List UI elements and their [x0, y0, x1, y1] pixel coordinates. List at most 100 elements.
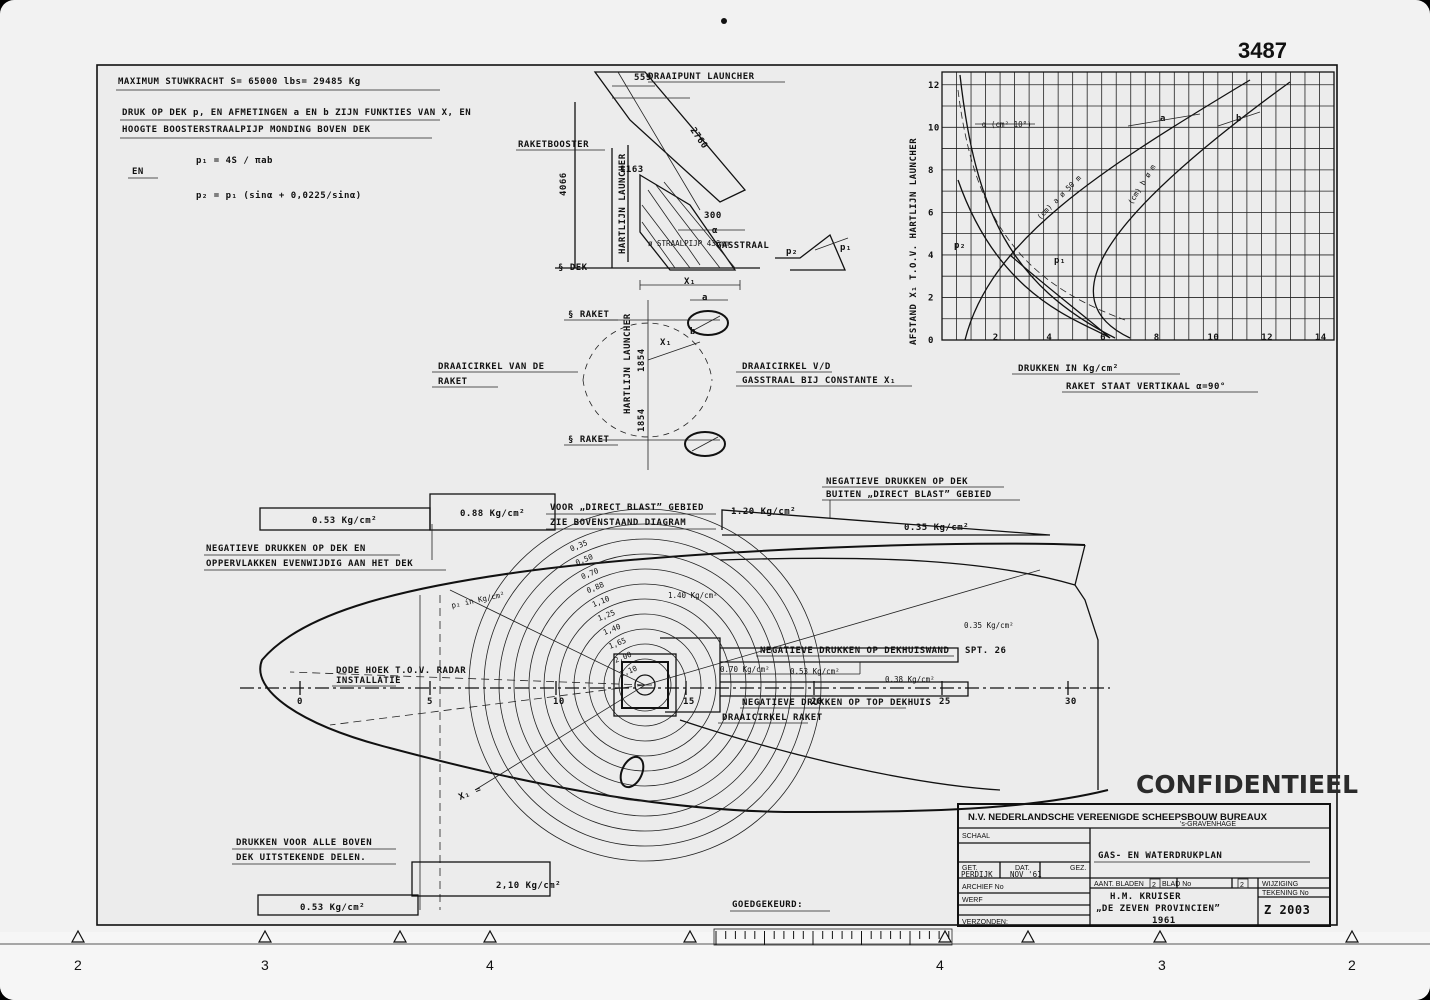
lower-left-notes: DRUKKEN VOOR ALLE BOVEN DEK UITSTEKENDE … — [232, 838, 830, 916]
svg-text:RAKETBOOSTER: RAKETBOOSTER — [518, 140, 589, 150]
ruler-triangle — [682, 929, 698, 943]
deck-plan-view: 0.53 Kg/cm² 0.88 Kg/cm² NEGATIEVE DRUKKE… — [204, 477, 1110, 910]
ruler-triangle — [1344, 929, 1360, 943]
svg-text:NEGATIEVE DRUKKEN OP DEK: NEGATIEVE DRUKKEN OP DEK — [826, 477, 968, 487]
svg-text:1.40 Kg/cm²: 1.40 Kg/cm² — [668, 591, 718, 600]
svg-text:WERF: WERF — [962, 897, 983, 904]
station-label: 5 — [427, 697, 433, 707]
svg-text:OPPERVLAKKEN EVENWIJDIG AAN HE: OPPERVLAKKEN EVENWIJDIG AAN HET DEK — [206, 559, 413, 569]
svg-text:X₁: X₁ — [660, 338, 672, 348]
graph-y-tick: 6 — [928, 208, 934, 218]
svg-text:0.53 Kg/cm²: 0.53 Kg/cm² — [790, 667, 840, 676]
svg-text:α (cm² 10°): α (cm² 10°) — [982, 120, 1032, 129]
drawing-border — [96, 64, 1338, 926]
graph-y-tick: 10 — [928, 123, 940, 133]
graph-y-tick: 12 — [928, 81, 940, 91]
punch-hole — [721, 18, 727, 24]
ruler-triangle — [257, 929, 273, 943]
graph-x-tick: 2 — [993, 333, 999, 343]
station-label: 15 — [683, 697, 695, 707]
blast-ring — [528, 568, 762, 802]
svg-text:ZIE BOVENSTAAND DIAGRAM: ZIE BOVENSTAAND DIAGRAM — [550, 518, 686, 528]
graph-x-tick: 6 — [1100, 333, 1106, 343]
svg-text:HARTLIJN LAUNCHER: HARTLIJN LAUNCHER — [618, 153, 628, 254]
svg-text:GEZ.: GEZ. — [1070, 865, 1086, 872]
svg-text:p₂: p₂ — [954, 241, 966, 251]
svg-text:0.88 Kg/cm²: 0.88 Kg/cm² — [460, 509, 525, 519]
graph-x-tick: 10 — [1207, 333, 1219, 343]
blast-ring — [618, 658, 672, 712]
svg-text:SCHAAL: SCHAAL — [962, 833, 990, 840]
svg-text:NEGATIEVE DRUKKEN OP DEKHUISWA: NEGATIEVE DRUKKEN OP DEKHUISWAND — [760, 646, 949, 656]
graph-x-tick: 12 — [1261, 333, 1273, 343]
svg-text:p₁: p₁ — [840, 243, 852, 253]
graph-y-tick: 0 — [928, 336, 934, 346]
svg-text:RAKET: RAKET — [438, 377, 468, 387]
ruler-number: 4 — [486, 957, 494, 973]
blast-ring — [513, 553, 777, 817]
svg-text:N.V. NEDERLANDSCHE VEREENIGDE: N.V. NEDERLANDSCHE VEREENIGDE SCHEEPSBOU… — [968, 812, 1268, 823]
ruler-number: 3 — [261, 957, 269, 973]
blast-ring — [483, 523, 807, 847]
svg-text:NEGATIEVE DRUKKEN OP DEK EN: NEGATIEVE DRUKKEN OP DEK EN — [206, 544, 366, 554]
blast-ring — [468, 508, 822, 862]
svg-text:„DE ZEVEN PROVINCIEN”: „DE ZEVEN PROVINCIEN” — [1096, 904, 1220, 914]
station-label: 20 — [811, 697, 823, 707]
svg-text:1854: 1854 — [637, 348, 647, 372]
svg-text:1.20 Kg/cm²: 1.20 Kg/cm² — [731, 507, 796, 517]
svg-text:NEGATIEVE DRUKKEN OP TOP DEKHU: NEGATIEVE DRUKKEN OP TOP DEKHUIS — [742, 698, 931, 708]
station-label: 25 — [939, 697, 951, 707]
station-label: 30 — [1065, 697, 1077, 707]
header-line-2: DRUK OP DEK p, EN AFMETINGEN a EN b ZIJN… — [122, 108, 471, 118]
svg-text:INSTALLATIE: INSTALLATIE — [336, 676, 401, 686]
svg-text:b: b — [690, 327, 696, 337]
svg-text:DODE HOEK T.O.V. RADAR: DODE HOEK T.O.V. RADAR — [336, 666, 466, 676]
svg-text:a: a — [702, 293, 708, 303]
svg-text:DAT.: DAT. — [1015, 865, 1030, 872]
svg-text:GET.: GET. — [962, 865, 978, 872]
svg-text:VOOR „DIRECT BLAST” GEBIED: VOOR „DIRECT BLAST” GEBIED — [550, 503, 704, 513]
svg-text:BUITEN „DIRECT BLAST” GEBIED: BUITEN „DIRECT BLAST” GEBIED — [826, 490, 992, 500]
confidential-stamp: CONFIDENTIEEL — [1136, 770, 1358, 799]
svg-text:2: 2 — [1152, 882, 1156, 889]
graph-y-tick: 2 — [928, 293, 934, 303]
svg-text:Z 2003: Z 2003 — [1264, 903, 1310, 917]
blast-ring — [588, 628, 702, 742]
header-en: EN — [132, 167, 144, 177]
svg-text:X₁: X₁ — [684, 277, 696, 287]
svg-text:ø STRAALPIJP 436mm: ø STRAALPIJP 436mm — [648, 239, 730, 248]
ruler-number: 2 — [1348, 957, 1356, 973]
svg-text:HARTLIJN LAUNCHER: HARTLIJN LAUNCHER — [623, 313, 633, 414]
svg-text:a: a — [1160, 114, 1166, 124]
svg-text:0.38 Kg/cm²: 0.38 Kg/cm² — [885, 675, 935, 684]
svg-text:4066: 4066 — [559, 172, 569, 196]
svg-text:ARCHIEF No: ARCHIEF No — [962, 884, 1004, 891]
svg-text:GASSTRAAL: GASSTRAAL — [716, 241, 769, 251]
svg-text:§ RAKET: § RAKET — [568, 435, 610, 445]
svg-text:0.35 Kg/cm²: 0.35 Kg/cm² — [964, 621, 1014, 630]
graph-x-tick: 8 — [1154, 333, 1160, 343]
blast-ring — [573, 613, 717, 757]
svg-text:GASSTRAAL BIJ CONSTANTE X₁: GASSTRAAL BIJ CONSTANTE X₁ — [742, 376, 896, 386]
svg-text:p₂: p₂ — [786, 247, 798, 257]
formula-p1: p₁ = 4S / πab — [196, 156, 273, 166]
title-block: N.V. NEDERLANDSCHE VEREENIGDE SCHEEPSBOU… — [957, 803, 1331, 927]
ruler-triangle — [482, 929, 498, 943]
svg-text:NOV '61: NOV '61 — [1010, 870, 1042, 879]
ruler-triangle — [1152, 929, 1168, 943]
ruler-number: 3 — [1158, 957, 1166, 973]
svg-text:AANT. BLADEN: AANT. BLADEN — [1094, 881, 1144, 888]
svg-text:559: 559 — [634, 73, 652, 83]
svg-text:DEK UITSTEKENDE DELEN.: DEK UITSTEKENDE DELEN. — [236, 853, 366, 863]
graph-x-tick: 4 — [1046, 333, 1052, 343]
svg-text:PERDIJK: PERDIJK — [961, 870, 993, 879]
sheet-number: 3487 — [1238, 38, 1287, 63]
svg-text:§ RAKET: § RAKET — [568, 310, 610, 320]
svg-text:DRAAIPUNT LAUNCHER: DRAAIPUNT LAUNCHER — [648, 72, 755, 82]
svg-text:GAS- EN WATERDRUKPLAN: GAS- EN WATERDRUKPLAN — [1098, 851, 1222, 861]
svg-text:α: α — [712, 226, 718, 236]
ruler-number: 2 — [74, 957, 82, 973]
svg-text:BLAD No: BLAD No — [1162, 881, 1191, 888]
